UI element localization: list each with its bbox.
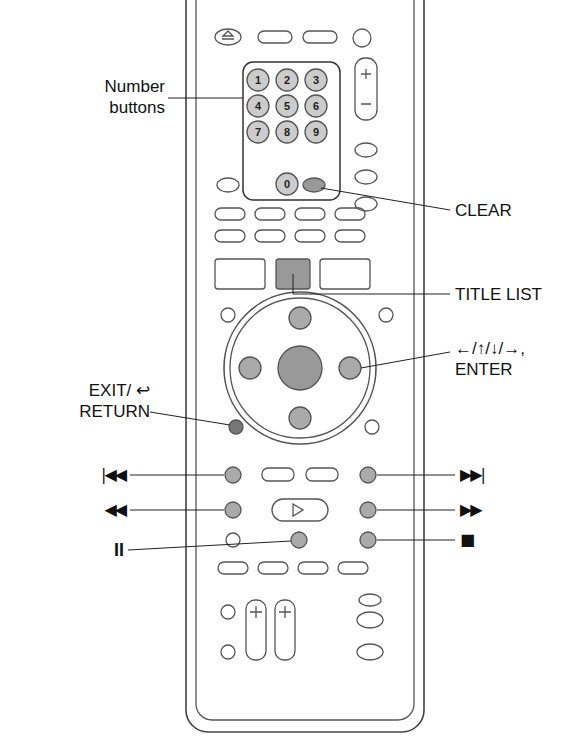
number-button xyxy=(305,121,327,143)
button-digit: 0 xyxy=(280,178,294,190)
number-button xyxy=(276,121,298,143)
button-digit: 7 xyxy=(251,126,265,138)
callout-label: TITLE LIST xyxy=(455,284,542,305)
number-button xyxy=(305,69,327,91)
button-digit: 6 xyxy=(309,100,323,112)
callout-label: ▶▶| xyxy=(460,464,484,485)
number-button xyxy=(247,95,269,117)
remote-button xyxy=(255,230,285,242)
button-digit: 5 xyxy=(280,100,294,112)
callout-label: ◀◀ xyxy=(104,499,125,520)
callout-label: CLEAR xyxy=(455,200,512,221)
number-button xyxy=(247,121,269,143)
remote-button xyxy=(295,208,325,220)
callout-label: ▶▶ xyxy=(460,499,481,520)
number-button xyxy=(276,69,298,91)
button-digit: 9 xyxy=(309,126,323,138)
remote-button xyxy=(335,208,365,220)
remote-button xyxy=(215,208,245,220)
callout-label: ←/↑/↓/→, ENTER xyxy=(455,338,545,380)
number-button xyxy=(247,69,269,91)
remote-button xyxy=(215,230,245,242)
button-digit: 1 xyxy=(251,74,265,86)
button-digit: 8 xyxy=(280,126,294,138)
callout-label: II xyxy=(114,540,124,561)
button-digit: 4 xyxy=(251,100,265,112)
remote-button xyxy=(255,208,285,220)
number-button xyxy=(276,95,298,117)
callout-label: ■ xyxy=(460,529,473,550)
callout-label: Number buttons xyxy=(55,76,165,118)
button-digit: 3 xyxy=(309,74,323,86)
callout-label: |◀◀ xyxy=(101,464,125,485)
remote-button xyxy=(335,230,365,242)
button-digit: 2 xyxy=(280,74,294,86)
number-button xyxy=(305,95,327,117)
callout-label: EXIT/ ↩ RETURN xyxy=(65,380,150,422)
remote-button xyxy=(295,230,325,242)
number-button xyxy=(276,173,298,195)
